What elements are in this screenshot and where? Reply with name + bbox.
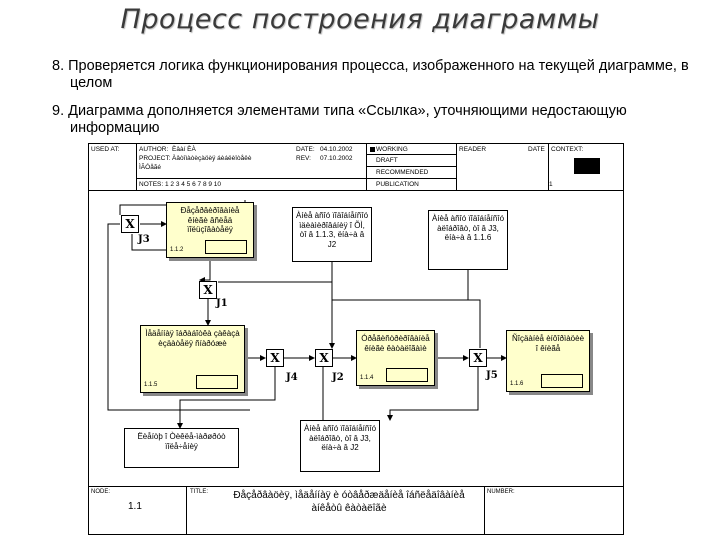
header-divider bbox=[456, 143, 457, 190]
junction-j4[interactable]: X bbox=[266, 349, 284, 367]
junction-label-j2: J2 bbox=[332, 372, 344, 383]
footer-title-value: Ðåçåðâàöèÿ, ìåäåííàÿ è óòâåðæäåíèå îáñëå… bbox=[233, 490, 465, 514]
junction-label-j5: J5 bbox=[486, 370, 498, 381]
footer-top-line bbox=[88, 486, 624, 487]
function-box-1-1-4[interactable]: Óðåãèñòðèðîâàíèå êíèãè êàòàëîãàìè 1.1.4 bbox=[356, 330, 435, 386]
note-box-2[interactable]: Àíèå àñîó ïîäîáíåíñîó àëîáðîâò, òî â J3,… bbox=[428, 210, 508, 270]
footer-divider bbox=[186, 486, 187, 535]
notes-label: NOTES: 1 2 3 4 5 6 7 8 9 10 bbox=[139, 181, 222, 188]
junction-j1[interactable]: X bbox=[199, 281, 217, 299]
used-at-label: USED AT: bbox=[91, 146, 120, 153]
header-row-line bbox=[366, 166, 456, 167]
box-reference: 1.1.5 bbox=[144, 381, 158, 388]
status-working: WORKING bbox=[376, 146, 408, 153]
box-label: Ðåçåðâèðîâàíèå êíèãè âñëåä ïîëüçîâàòåëÿ bbox=[180, 206, 240, 234]
context-label: CONTEXT: bbox=[551, 146, 584, 153]
title-label: TITLE: bbox=[190, 489, 209, 495]
context-thumbnail bbox=[574, 158, 600, 174]
bullet-text: Диаграмма дополняется элементами типа «С… bbox=[68, 103, 627, 136]
author-value: Èâàí ÈÀ bbox=[172, 146, 196, 153]
box-inner-frame bbox=[205, 240, 247, 254]
bullet-text: Проверяется логика функционирования проц… bbox=[68, 58, 689, 91]
node-label: NODE: bbox=[91, 489, 111, 495]
box-reference: 1.1.6 bbox=[510, 380, 524, 387]
box-reference: 1.1.2 bbox=[170, 246, 184, 253]
junction-j3[interactable]: X bbox=[121, 215, 139, 233]
bullet-number: 9. bbox=[52, 103, 65, 119]
status-recommended: RECOMMENDED bbox=[376, 169, 429, 176]
bullet-9: 9. Диаграмма дополняется элементами типа… bbox=[52, 103, 692, 137]
function-box-1-1-2[interactable]: Ðåçåðâèðîâàíèå êíèãè âñëåä ïîëüçîâàòåëÿ … bbox=[166, 202, 254, 258]
note-box-4[interactable]: Àíèå àñîó ïîäîáíåíñîó àëîáðîâò, òî â J3,… bbox=[300, 420, 380, 472]
junction-j5[interactable]: X bbox=[469, 349, 487, 367]
function-box-1-1-6[interactable]: Ñîçäàíèå èíôîðìàöèè î êíèãå 1.1.6 bbox=[506, 330, 590, 392]
footer-divider bbox=[484, 486, 485, 535]
idef0-frame bbox=[88, 143, 624, 535]
box-reference: 1.1.4 bbox=[360, 374, 374, 381]
box-label: Óðåãèñòðèðîâàíèå êíèãè êàòàëîãàìè bbox=[361, 334, 430, 353]
working-check bbox=[370, 147, 375, 152]
project-label: PROJECT: bbox=[139, 155, 171, 162]
reader-label: READER bbox=[459, 146, 487, 153]
rev-label: REV: bbox=[296, 155, 311, 162]
header-row-line bbox=[366, 178, 456, 179]
project-value: Àâòîìàòèçàöèÿ áèáëèîòåêè bbox=[172, 155, 252, 162]
number-label: NUMBER: bbox=[487, 489, 515, 495]
note-box-1[interactable]: Àíèå àñîó ïîäîáíåíñîó ìäèàìèðîâáíèÿ î ÕÌ… bbox=[292, 207, 372, 262]
bullet-8: 8. Проверяется логика функционирования п… bbox=[52, 58, 692, 92]
junction-label-j4: J4 bbox=[286, 372, 298, 383]
status-draft: DRAFT bbox=[376, 157, 398, 164]
status-publication: PUBLICATION bbox=[376, 181, 419, 188]
box-inner-frame bbox=[541, 374, 583, 388]
slide-title: Процесс построения диаграммы bbox=[120, 4, 600, 35]
reader-date-label: DATE bbox=[528, 146, 545, 153]
date-label: DATE: bbox=[296, 146, 315, 153]
box-inner-frame bbox=[386, 368, 428, 382]
date-value: 04.10.2002 bbox=[320, 146, 353, 153]
header-divider bbox=[136, 143, 137, 190]
header-bottom-line bbox=[88, 190, 624, 191]
box-inner-frame bbox=[196, 375, 238, 389]
header-row-line bbox=[136, 178, 366, 179]
rev-value: 07.10.2002 bbox=[320, 155, 353, 162]
page-number: 1 bbox=[549, 181, 553, 188]
header-row-line bbox=[366, 154, 456, 155]
junction-j2[interactable]: X bbox=[315, 349, 333, 367]
box-label: Ìåäåííàÿ îáðàáîòêà çàêàçà èçäàòåëÿ ñíàðó… bbox=[145, 329, 240, 348]
bullet-number: 8. bbox=[52, 58, 65, 74]
junction-label-j3: J3 bbox=[138, 234, 150, 245]
node-value: 1.1 bbox=[128, 501, 142, 512]
note-box-3[interactable]: Ëèåíòþ î Òèêëå-ìàðøðóò ïîëå÷åíèÿ bbox=[124, 428, 239, 468]
author-label: AUTHOR: bbox=[139, 146, 169, 153]
header-divider bbox=[548, 143, 549, 190]
junction-label-j1: J1 bbox=[216, 298, 228, 309]
box-label: Ñîçäàíèå èíôîðìàöèè î êíèãå bbox=[511, 334, 585, 353]
function-box-1-1-5[interactable]: Ìåäåííàÿ îáðàáîòêà çàêàçà èçäàòåëÿ ñíàðó… bbox=[140, 325, 245, 393]
project-value-2: ÌÃÓåãé bbox=[139, 164, 162, 171]
